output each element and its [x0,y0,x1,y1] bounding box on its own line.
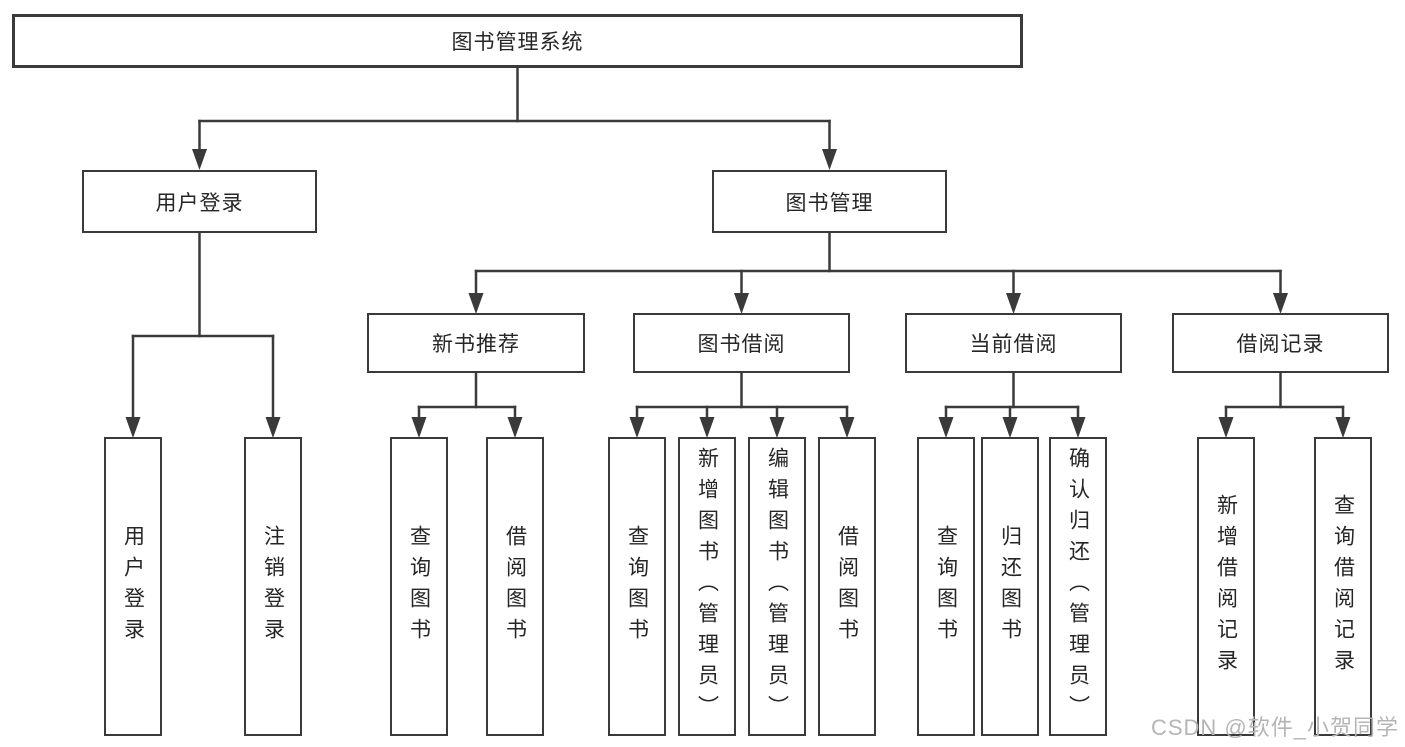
leaf-label: 查询图书 [625,524,649,649]
leaf-add-borrow-record: 新增借阅记录 [1197,437,1255,736]
leaf-add-books-admin: 新增图书（管理员） [678,437,736,736]
leaf-confirm-return-admin: 确认归还（管理员） [1049,437,1107,736]
leaf-query-books-borrow: 查询图书 [608,437,666,736]
node-book-borrowing: 图书借阅 [633,313,850,373]
leaf-label: 新增图书（管理员） [695,447,719,726]
node-label: 图书管理系统 [451,31,584,54]
node-user-login: 用户登录 [82,170,317,233]
leaf-borrow-books: 借阅图书 [818,437,876,736]
node-book-management: 图书管理 [712,170,947,233]
node-label: 用户登录 [155,191,244,215]
leaf-label: 查询借阅记录 [1331,493,1355,680]
leaf-query-books-recommend: 查询图书 [390,437,448,736]
node-current-borrowing: 当前借阅 [905,313,1122,373]
leaf-label: 确认归还（管理员） [1066,447,1090,726]
node-label: 当前借阅 [969,333,1058,356]
leaf-label: 用户登录 [121,524,145,649]
leaf-return-books: 归还图书 [981,437,1039,736]
leaf-logout: 注销登录 [244,437,302,736]
node-library-management-system: 图书管理系统 [12,14,1023,68]
leaf-query-books-current: 查询图书 [917,437,975,736]
leaf-label: 归还图书 [998,524,1022,649]
leaf-label: 注销登录 [261,524,285,649]
node-label: 图书借阅 [697,333,786,356]
leaf-label: 编辑图书（管理员） [765,447,789,726]
node-borrowing-records: 借阅记录 [1172,313,1389,373]
node-label: 借阅记录 [1236,333,1325,356]
leaf-label: 借阅图书 [503,524,527,649]
csdn-watermark: CSDN @软件_小贺同学 [1150,715,1399,740]
leaf-label: 查询图书 [407,524,431,649]
leaf-label: 新增借阅记录 [1214,493,1238,680]
leaf-query-borrow-record: 查询借阅记录 [1314,437,1372,736]
leaf-user-login: 用户登录 [104,437,162,736]
node-label: 图书管理 [785,191,874,215]
leaf-label: 查询图书 [934,524,958,649]
leaf-label: 借阅图书 [835,524,859,649]
leaf-borrow-books-recommend: 借阅图书 [486,437,544,736]
node-new-book-recommendation: 新书推荐 [367,313,585,373]
node-label: 新书推荐 [432,333,520,356]
leaf-edit-books-admin: 编辑图书（管理员） [748,437,806,736]
